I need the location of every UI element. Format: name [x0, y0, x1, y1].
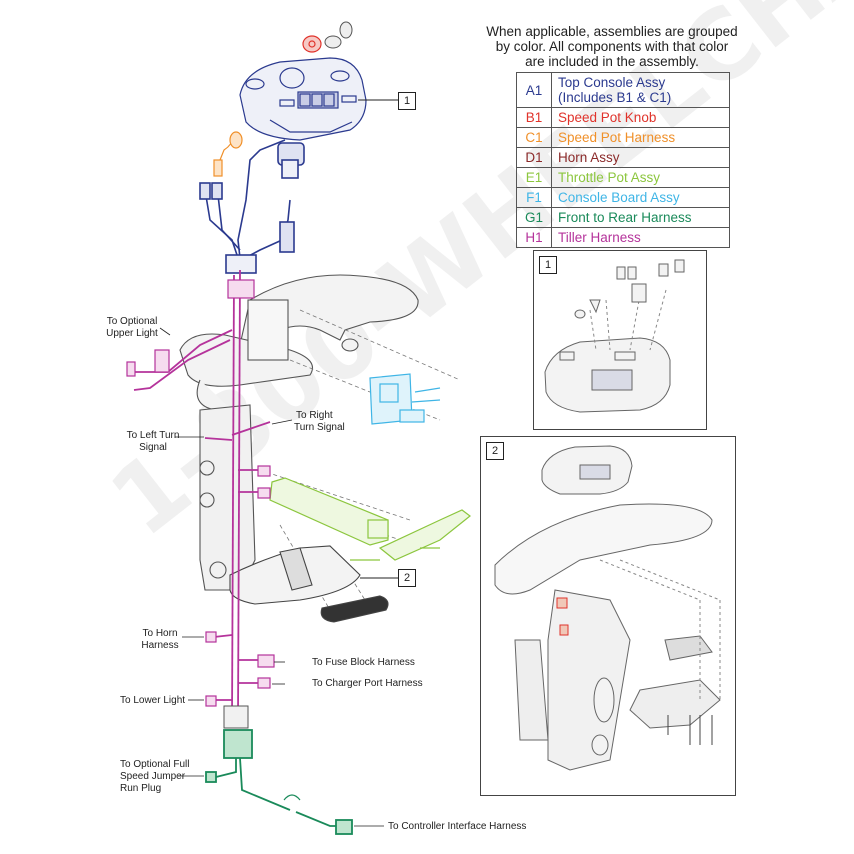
legend-description: Console Board Assy	[551, 187, 730, 208]
panel-1-callout: 1	[539, 256, 557, 274]
legend-description: Tiller Harness	[551, 227, 730, 248]
legend-row: H1 Tiller Harness	[516, 227, 730, 248]
legend-row: G1 Front to Rear Harness	[516, 207, 730, 228]
legend-description-line: Speed Pot Knob	[558, 110, 657, 125]
panel-2-callout: 2	[486, 442, 504, 460]
tiller-harness-connectors	[126, 279, 275, 707]
callout-2: 2	[398, 569, 416, 587]
legend-description-line: Throttle Pot Assy	[558, 170, 661, 185]
legend-code: A1	[516, 72, 552, 108]
legend-description: Top Console Assy(Includes B1 & C1)	[551, 72, 730, 108]
front-to-rear-harness	[205, 729, 353, 835]
legend-row: C1 Speed Pot Harness	[516, 127, 730, 148]
panel-1-drawing	[544, 259, 685, 413]
legend-description-line: (Includes B1 & C1)	[558, 90, 672, 105]
label-speed-jumper: To Optional Full Speed Jumper Run Plug	[120, 759, 190, 794]
detail-panel-2: 2	[480, 436, 736, 796]
legend-description: Speed Pot Harness	[551, 127, 730, 148]
lower-console-shroud	[229, 545, 389, 623]
label-upper-light: To Optional Upper Light	[106, 316, 158, 339]
legend-description: Front to Rear Harness	[551, 207, 730, 228]
note-line-1: When applicable, assemblies are grouped	[486, 24, 738, 39]
tiller-column	[199, 299, 289, 591]
assembly-color-note: When applicable, assemblies are grouped …	[462, 24, 762, 69]
label-controller-interface-harness: To Controller Interface Harness	[388, 821, 527, 832]
legend-code: E1	[516, 167, 552, 188]
legend-code: B1	[516, 107, 552, 128]
legend-description-line: Top Console Assy	[558, 75, 666, 90]
note-line-3: are included in the assembly.	[525, 54, 699, 69]
legend-code: D1	[516, 147, 552, 168]
tiller-plug	[223, 705, 249, 729]
top-console-assembly	[239, 57, 367, 141]
note-line-2: by color. All components with that color	[495, 39, 729, 54]
console-board-assembly	[369, 373, 441, 425]
legend-description-line: Tiller Harness	[558, 230, 641, 245]
detail-panel-1: 1	[533, 250, 707, 430]
legend-description-line: Horn Assy	[558, 150, 620, 165]
callout-1: 1	[398, 92, 416, 110]
legend-code: C1	[516, 127, 552, 148]
legend-description-line: Console Board Assy	[558, 190, 680, 205]
panel-2-drawing	[494, 445, 721, 771]
label-leader-lines	[159, 327, 384, 827]
throttle-pot-assembly	[269, 477, 471, 561]
speed-pot-knob	[302, 35, 322, 53]
legend-description: Throttle Pot Assy	[551, 167, 730, 188]
legend-row: E1 Throttle Pot Assy	[516, 167, 730, 188]
label-charger-port-harness: To Charger Port Harness	[312, 678, 423, 689]
legend-description-line: Front to Rear Harness	[558, 210, 692, 225]
label-horn-harness: To Horn Harness	[141, 628, 179, 651]
label-fuse-block-harness: To Fuse Block Harness	[312, 657, 415, 668]
legend-description-line: Speed Pot Harness	[558, 130, 676, 145]
legend-code: G1	[516, 207, 552, 228]
console-wiring	[199, 139, 305, 274]
label-left-turn-signal: To Left Turn Signal	[126, 430, 180, 453]
legend-code: H1	[516, 227, 552, 248]
legend-row: F1 Console Board Assy	[516, 187, 730, 208]
speed-pot-harness	[213, 131, 243, 177]
legend-description: Speed Pot Knob	[551, 107, 730, 128]
legend-row: D1 Horn Assy	[516, 147, 730, 168]
legend-description: Horn Assy	[551, 147, 730, 168]
legend-row: B1 Speed Pot Knob	[516, 107, 730, 128]
label-lower-light: To Lower Light	[120, 695, 186, 706]
label-right-turn-signal: To Right Turn Signal	[294, 410, 345, 433]
knob-nut	[324, 21, 353, 49]
legend-code: F1	[516, 187, 552, 208]
